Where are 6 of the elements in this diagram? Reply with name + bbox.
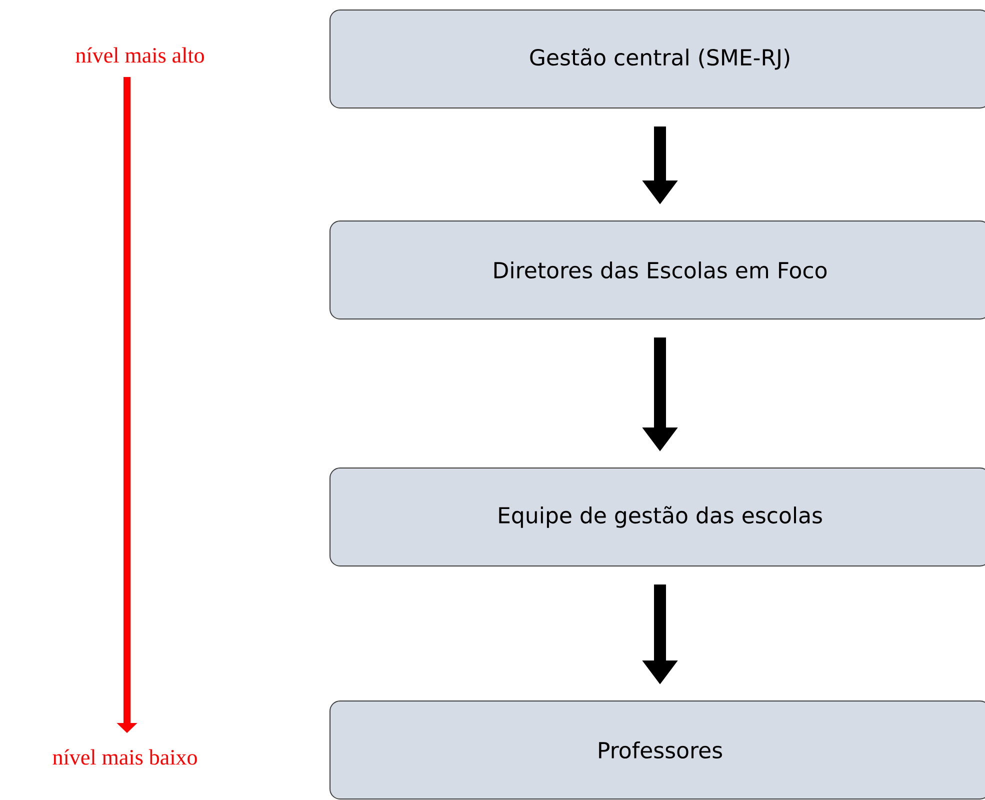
process-box: Diretores das Escolas em Foco <box>330 220 985 320</box>
level-label: nível mais alto <box>76 47 204 63</box>
process-box: Professores <box>330 700 985 800</box>
process-box: Gestão central (SME-RJ) <box>330 10 985 108</box>
level-label: nível mais baixo <box>52 749 197 765</box>
process-box: Equipe de gestão das escolas <box>330 468 985 566</box>
